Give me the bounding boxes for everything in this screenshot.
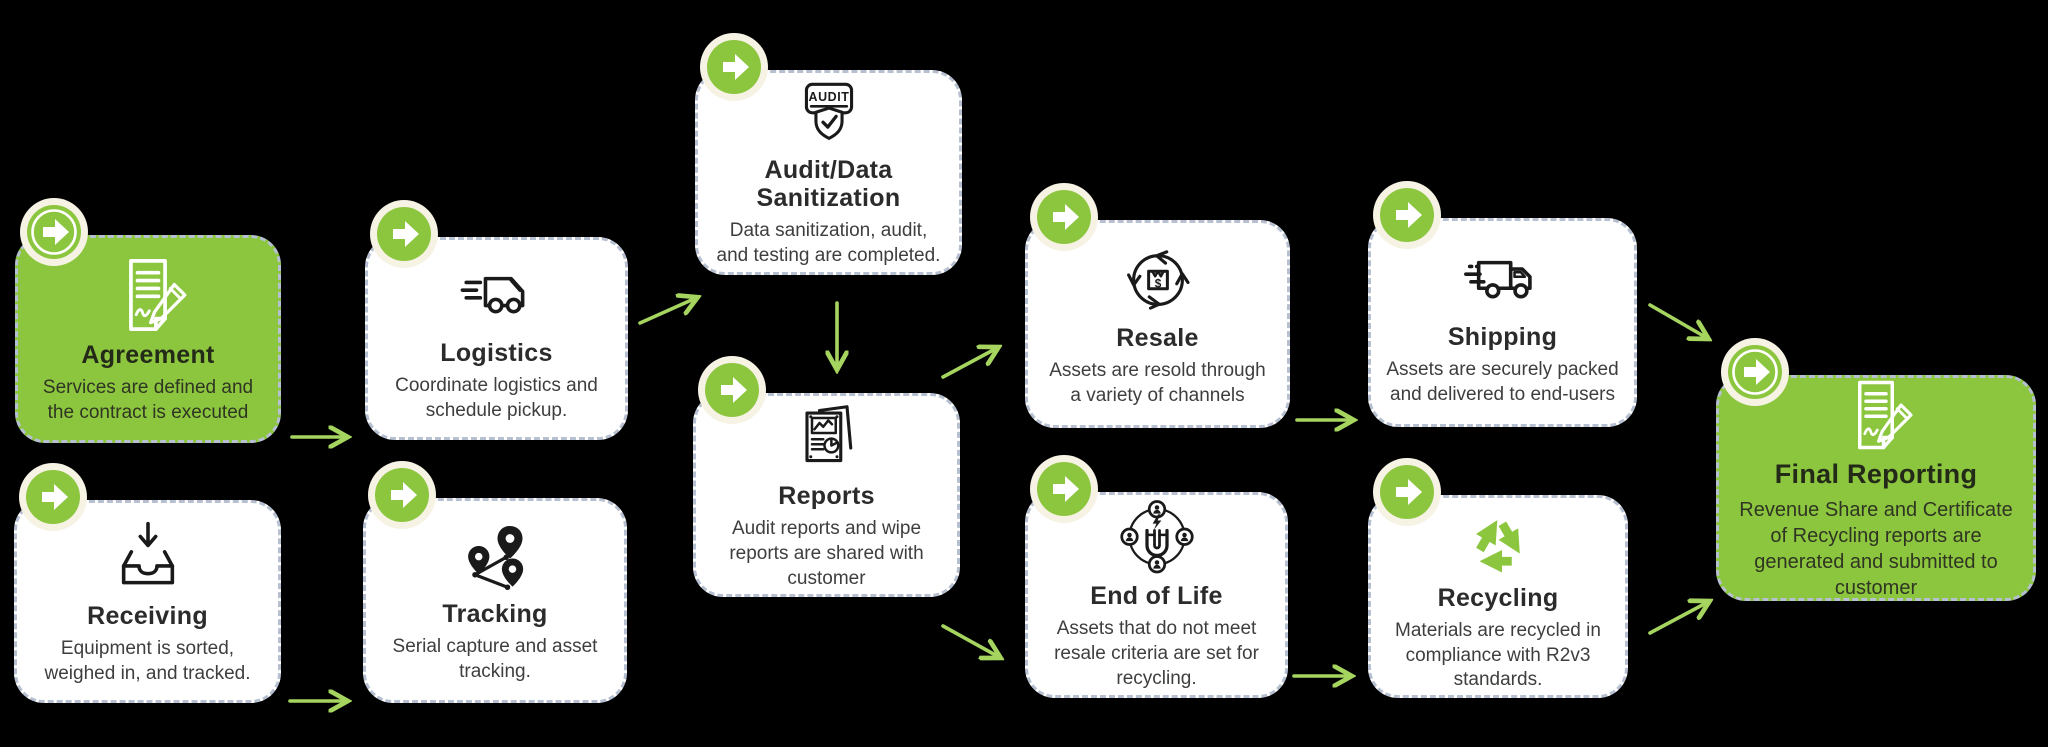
card-description: Materials are recycled in compliance wit…: [1395, 619, 1601, 691]
audit-shield-icon: AUDIT: [791, 76, 867, 152]
arrow-right-badge-icon: [698, 356, 766, 424]
card-end-of-life: End of Life Assets that do not meet resa…: [1025, 455, 1288, 698]
inbox-receive-icon: [107, 516, 189, 598]
contract-signing-icon: [106, 253, 190, 337]
card-reports: Reports Audit reports and wipe reports a…: [693, 356, 960, 597]
shipping-truck-icon: [1462, 237, 1544, 319]
arrow-right-badge-icon: [370, 200, 438, 268]
card-title: Receiving: [87, 602, 208, 631]
card-title: Reports: [778, 482, 875, 511]
card-description: Audit reports and wipe reports are share…: [729, 518, 924, 589]
svg-text:$: $: [1154, 276, 1161, 290]
arrow-right-badge-icon: [368, 461, 436, 529]
arrow-logistics-to-audit: [638, 298, 696, 325]
card-title: Audit/Data Sanitization: [756, 156, 901, 213]
card-description: Equipment is sorted, weighed in, and tra…: [44, 638, 251, 684]
card-audit-data-sanitization: AUDIT Audit/Data Sanitization Data sanit…: [695, 33, 962, 275]
contract-signing-icon: [1836, 375, 1916, 455]
card-title: Recycling: [1437, 583, 1559, 612]
card-agreement: Agreement Services are defined and the c…: [15, 198, 281, 443]
arrow-reports-to-resale: [941, 348, 997, 379]
arrow-right-badge-icon: [700, 33, 768, 101]
card-description: Data sanitization, audit, and testing ar…: [716, 220, 941, 266]
arrow-right-badge-icon: [1373, 458, 1441, 526]
card-title: Shipping: [1447, 323, 1558, 352]
card-title: End of Life: [1090, 582, 1223, 611]
arrow-right-badge-icon: [19, 463, 87, 531]
resale-cycle-icon: $: [1118, 240, 1198, 320]
card-title: Agreement: [81, 340, 215, 369]
arrow-right-badge-icon: [1373, 181, 1441, 249]
card-description: Serial capture and asset tracking.: [392, 636, 598, 682]
card-description: Coordinate logistics and schedule pickup…: [395, 375, 598, 421]
card-shipping: Shipping Assets are securely packed and …: [1368, 181, 1637, 427]
card-logistics: Logistics Coordinate logistics and sched…: [365, 200, 628, 440]
magnet-users-icon: [1117, 498, 1197, 578]
card-description: Assets that do not meet resale criteria …: [1054, 618, 1259, 689]
arrow-right-badge-icon: [1721, 338, 1789, 406]
card-description: Revenue Share and Certificate of Recycli…: [1739, 498, 2013, 599]
card-description: Assets are securely packed and delivered…: [1386, 359, 1619, 405]
card-receiving: Receiving Equipment is sorted, weighed i…: [14, 463, 281, 703]
report-charts-icon: [787, 398, 867, 478]
card-title: Final Reporting: [1774, 459, 1978, 490]
arrow-right-badge-icon: [1030, 183, 1098, 251]
card-title: Logistics: [440, 339, 553, 368]
arrow-recycling-to-final: [1648, 602, 1708, 635]
card-description: Assets are resold through a variety of c…: [1049, 359, 1266, 406]
map-pins-icon: [455, 516, 535, 596]
card-tracking: Tracking Serial capture and asset tracki…: [363, 461, 627, 703]
card-resale: $ Resale Assets are resold through a var…: [1025, 183, 1290, 428]
card-final-reporting: Final Reporting Revenue Share and Certif…: [1716, 338, 2036, 601]
card-title: Tracking: [442, 600, 548, 629]
arrow-shipping-to-final: [1648, 303, 1707, 338]
recycle-icon: [1458, 500, 1538, 580]
svg-text:AUDIT: AUDIT: [808, 90, 849, 104]
arrow-reports-to-endoflife: [941, 624, 999, 657]
delivery-van-icon: [456, 253, 538, 335]
arrow-right-badge-icon: [1030, 455, 1098, 523]
card-recycling: Recycling Materials are recycled in comp…: [1368, 458, 1628, 698]
card-title: Resale: [1116, 323, 1199, 352]
card-description: Services are defined and the contract is…: [42, 376, 254, 423]
arrow-right-badge-icon: [20, 198, 88, 266]
